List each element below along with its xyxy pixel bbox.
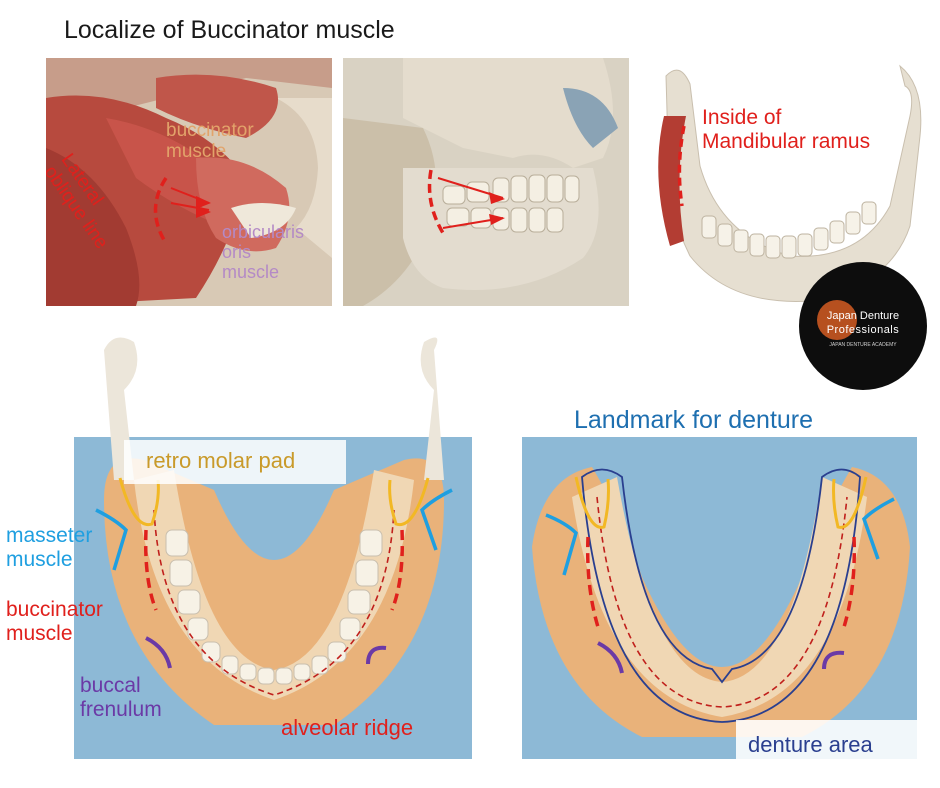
logo-line3: JAPAN DENTURE ACADEMY <box>829 342 897 348</box>
japan-denture-professionals-logo: Japan Denture Professionals JAPAN DENTUR… <box>799 262 927 390</box>
lower-jaw-model-annotated <box>95 337 453 725</box>
retro-molar-pad-label: retro molar pad <box>146 448 296 473</box>
denture-area-label-box <box>736 720 917 766</box>
logo-orange-circle <box>817 300 857 340</box>
denture-area-label: denture area <box>748 732 873 757</box>
retro-molar-pad-label-box <box>124 440 346 484</box>
face-muscle-illustration <box>46 58 332 306</box>
mandible-illustration <box>658 64 922 302</box>
denture-area-model <box>532 467 910 737</box>
logo-line1: Japan Denture <box>826 310 900 322</box>
logo-line2: Professionals <box>826 324 900 336</box>
skull-illustration <box>343 58 629 306</box>
skull-illustration-panel <box>343 58 629 306</box>
alveolar-ridge-label: alveolar ridge <box>281 715 414 740</box>
landmark-heading: Landmark for denture <box>574 406 814 434</box>
page-title: Localize of Buccinator muscle <box>64 16 395 44</box>
